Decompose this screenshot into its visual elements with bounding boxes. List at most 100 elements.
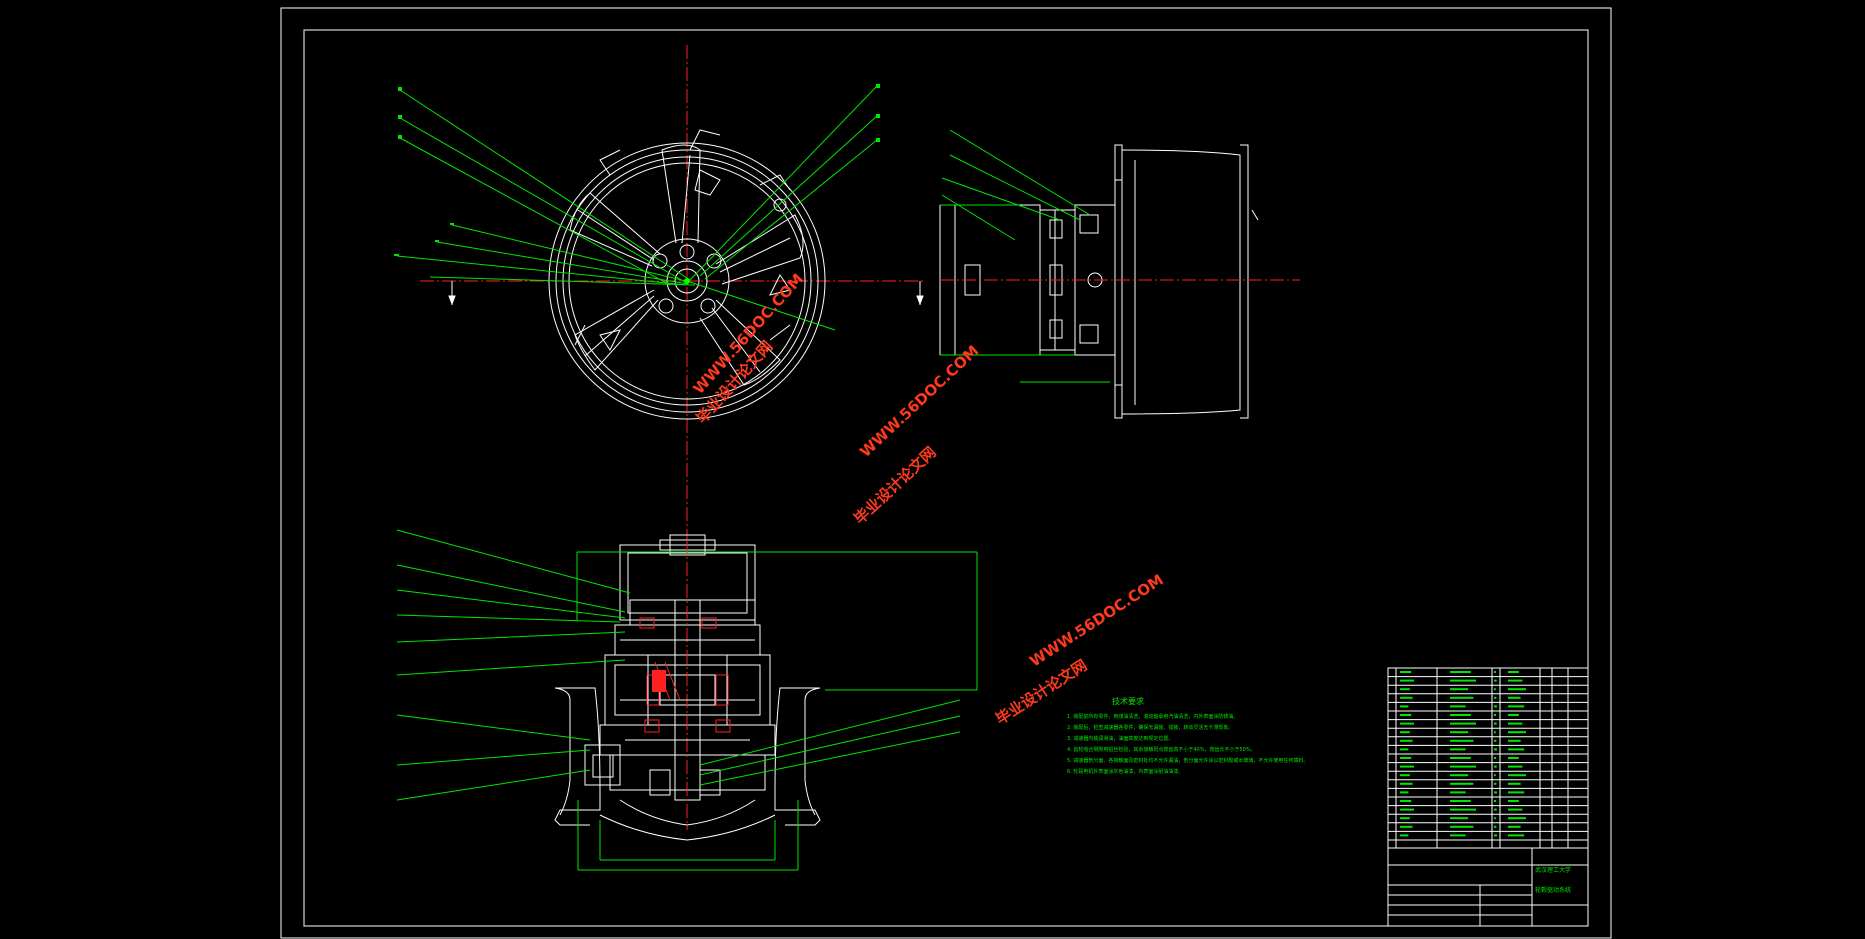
parts-cell-mark — [1508, 722, 1523, 725]
parts-cell-mark — [1508, 765, 1523, 768]
parts-cell-mark — [1400, 705, 1409, 708]
parts-cell-mark — [1400, 808, 1414, 811]
parts-cell-mark — [1508, 774, 1526, 777]
parts-cell-mark — [1494, 774, 1496, 777]
parts-cell-mark — [1494, 705, 1497, 708]
side-view-leaders — [940, 129, 1110, 383]
parts-cell-mark — [1494, 739, 1497, 742]
parts-list-cells — [1400, 671, 1526, 837]
parts-cell-mark — [1400, 782, 1413, 785]
parts-cell-mark — [1450, 791, 1466, 794]
parts-cell-mark — [1494, 800, 1497, 802]
parts-list-rows — [1388, 676, 1588, 841]
parts-cell-mark — [1494, 688, 1496, 691]
parts-cell-mark — [1494, 791, 1497, 794]
parts-cell-mark — [1450, 825, 1474, 828]
watermark-3-site: WWW.56DOC.COM — [1026, 571, 1166, 671]
parts-cell-mark — [1494, 748, 1497, 751]
parts-cell-mark — [1400, 679, 1414, 682]
section-view-hatching — [639, 617, 731, 733]
parts-cell-mark — [1450, 679, 1476, 682]
parts-cell-mark — [1508, 679, 1523, 682]
red-gear-core — [652, 670, 666, 692]
parts-cell-mark — [1508, 748, 1525, 751]
parts-cell-mark — [1400, 671, 1412, 673]
parts-cell-mark — [1400, 748, 1409, 751]
parts-cell-mark — [1494, 679, 1497, 682]
parts-cell-mark — [1494, 671, 1497, 673]
parts-cell-mark — [1450, 748, 1466, 751]
title-block-drawing-name: 轮毂驱动系统 — [1535, 886, 1571, 894]
parts-cell-mark — [1508, 671, 1519, 673]
parts-cell-mark — [1450, 800, 1471, 802]
parts-cell-mark — [1400, 791, 1409, 794]
parts-cell-mark — [1494, 808, 1497, 811]
parts-cell-mark — [1508, 834, 1525, 837]
parts-cell-mark — [1450, 765, 1476, 768]
parts-cell-mark — [1400, 688, 1410, 691]
parts-cell-mark — [1400, 825, 1413, 828]
parts-cell-mark — [1494, 834, 1497, 837]
watermark-3: WWW.56DOC.COM 毕业设计论文网 — [992, 571, 1166, 729]
parts-cell-mark — [1400, 757, 1412, 759]
tech-requirements-title: 技术要求 — [1112, 696, 1144, 706]
parts-cell-mark — [1508, 825, 1521, 828]
parts-cell-mark — [1400, 714, 1412, 716]
parts-cell-mark — [1400, 817, 1410, 820]
title-block-school: 武汉理工大学 — [1535, 866, 1571, 874]
parts-cell-mark — [1508, 739, 1521, 742]
outer-sheet-border — [280, 7, 1612, 939]
tech-req-line-3: 3. 减速器内装润滑油，油面高度达到规定位置。 — [1067, 735, 1173, 742]
parts-cell-mark — [1450, 774, 1469, 777]
parts-cell-mark — [1508, 714, 1519, 716]
section-view-dimension-lines — [576, 551, 978, 871]
parts-cell-mark — [1508, 731, 1526, 734]
parts-cell-mark — [1450, 731, 1469, 734]
parts-cell-mark — [1508, 757, 1519, 759]
parts-cell-mark — [1400, 800, 1412, 802]
parts-cell-mark — [1400, 774, 1410, 777]
wheel-front-view — [420, 45, 925, 545]
parts-cell-mark — [1450, 722, 1476, 725]
tech-req-line-6: 6. 轮毂电机外表面涂灰色油漆，内表面涂耐油油漆。 — [1067, 768, 1183, 775]
parts-cell-mark — [1450, 688, 1469, 691]
parts-cell-mark — [1508, 808, 1523, 811]
parts-cell-mark — [1494, 714, 1497, 716]
parts-cell-mark — [1494, 765, 1497, 768]
parts-cell-mark — [1494, 696, 1497, 699]
parts-cell-mark — [1508, 782, 1521, 785]
parts-cell-mark — [1450, 782, 1474, 785]
front-view-leader-tags — [394, 84, 880, 256]
parts-cell-mark — [1508, 696, 1521, 699]
inner-frame-border — [303, 29, 1589, 927]
parts-cell-mark — [1450, 696, 1474, 699]
technical-requirements: 技术要求 1. 装配前所有零件，用煤油清洗，滚动轴承用汽油清洗，内外表面涂防锈油… — [1067, 696, 1308, 775]
parts-cell-mark — [1494, 825, 1497, 828]
parts-cell-mark — [1494, 817, 1496, 820]
parts-cell-mark — [1400, 696, 1413, 699]
parts-cell-mark — [1450, 714, 1471, 716]
wheel-side-view — [939, 144, 1300, 419]
parts-cell-mark — [1400, 731, 1410, 734]
parts-cell-mark — [1494, 757, 1497, 759]
parts-cell-mark — [1508, 800, 1519, 802]
parts-cell-mark — [1508, 705, 1525, 708]
parts-cell-mark — [1508, 688, 1526, 691]
parts-cell-mark — [1450, 739, 1474, 742]
parts-cell-mark — [1450, 808, 1476, 811]
section-view-leaders — [396, 529, 961, 801]
parts-cell-mark — [1400, 834, 1409, 837]
parts-cell-mark — [1508, 817, 1526, 820]
tech-req-line-1: 1. 装配前所有零件，用煤油清洗，滚动轴承用汽油清洗，内外表面涂防锈油。 — [1067, 713, 1238, 720]
tech-req-line-4: 4. 齿轮啮合侧隙用铅丝检验，其余接触斑点按齿高不小于40%，按齿长不小于50%… — [1067, 746, 1256, 753]
tech-req-line-5: 5. 减速器剖分面、各接触面及密封处均不允许漏油，剖分面允许涂以密封胶或水玻璃，… — [1067, 757, 1308, 764]
parts-cell-mark — [1450, 834, 1466, 837]
parts-cell-mark — [1400, 765, 1414, 768]
parts-cell-mark — [1450, 757, 1471, 759]
parts-cell-mark — [1400, 722, 1414, 725]
watermark-2-site: WWW.56DOC.COM — [856, 342, 982, 461]
parts-cell-mark — [1494, 722, 1497, 725]
front-view-leaders — [396, 85, 878, 331]
parts-cell-mark — [1450, 817, 1469, 820]
